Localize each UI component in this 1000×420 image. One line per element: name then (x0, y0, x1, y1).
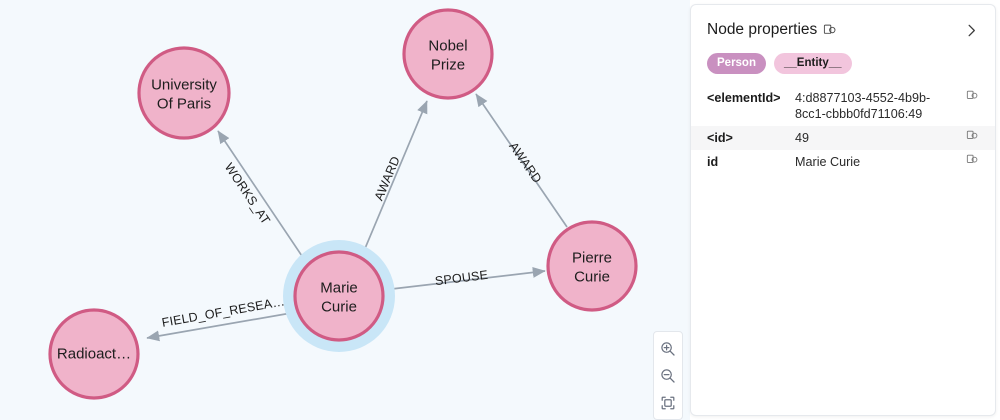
label-chip-entity[interactable]: __Entity__ (774, 53, 852, 74)
label-chip-person[interactable]: Person (707, 53, 766, 74)
copy-icon-elementid[interactable] (966, 90, 978, 102)
node-marie-curie[interactable]: Marie Curie (283, 240, 395, 352)
copy-icon (966, 130, 978, 139)
relationship-line (146, 311, 298, 342)
copy-icon-id[interactable] (966, 154, 978, 166)
property-copy-cell (959, 150, 995, 174)
node-university-of-paris[interactable]: University Of Paris (137, 46, 231, 140)
zoom-in-button[interactable] (654, 335, 682, 362)
node-circle[interactable] (293, 250, 385, 342)
fit-to-screen-button[interactable] (654, 389, 682, 416)
relationship-spouse[interactable]: SPOUSE (382, 267, 546, 291)
zoom-controls (653, 331, 683, 420)
relationship-field-of-research[interactable]: FIELD_OF_RESEA… (146, 294, 298, 342)
property-value: 4:d8877103-4552-4b9b-8cc1-cbbb0fd71106:4… (795, 91, 931, 121)
relationship-label-spouse: SPOUSE (434, 268, 489, 288)
property-value: Marie Curie (795, 155, 861, 169)
copy-icon (824, 24, 836, 34)
panel-header: Node properties (691, 5, 995, 41)
property-key: <elementId> (707, 91, 781, 105)
graph-svg[interactable]: WORKS_AT AWARD AWARD SPOUSE FIELD_OF_RES… (0, 0, 690, 420)
relationship-label-award-pierre: AWARD (506, 140, 544, 186)
relationship-award-pierre[interactable]: AWARD (475, 93, 568, 228)
chevron-right-icon (968, 24, 975, 36)
copy-all-icon[interactable] (823, 24, 836, 37)
zoom-out-icon (661, 368, 675, 383)
relationship-line (217, 130, 309, 266)
node-circle[interactable] (137, 46, 231, 140)
panel-title: Node properties (707, 21, 818, 38)
property-key: id (707, 155, 719, 169)
graph-canvas[interactable]: WORKS_AT AWARD AWARD SPOUSE FIELD_OF_RES… (0, 0, 690, 420)
relationship-label-award-marie: AWARD (372, 154, 403, 202)
table-row: id Marie Curie (691, 150, 995, 174)
node-properties-panel: Node properties Person __Entity__ <eleme… (690, 4, 996, 416)
relationship-line (382, 267, 546, 291)
zoom-out-button[interactable] (654, 362, 682, 389)
node-labels-row: Person __Entity__ (691, 41, 995, 84)
node-circle[interactable] (546, 220, 638, 312)
zoom-in-icon (661, 341, 675, 356)
copy-icon-id-internal[interactable] (966, 130, 978, 142)
copy-icon (966, 90, 978, 99)
property-copy-cell (959, 86, 995, 126)
node-circle[interactable] (48, 308, 140, 400)
properties-table: <elementId> 4:d8877103-4552-4b9b-8cc1-cb… (691, 86, 995, 174)
property-copy-cell (959, 126, 995, 150)
property-value: 49 (795, 126, 959, 150)
relationship-label-works-at: WORKS_AT (222, 160, 273, 227)
relationship-line (475, 93, 568, 228)
relationship-works-at[interactable]: WORKS_AT (217, 130, 309, 266)
relationship-line (360, 100, 428, 259)
collapse-panel-button[interactable] (961, 20, 981, 40)
node-pierre-curie[interactable]: Pierre Curie (546, 220, 638, 312)
node-circle[interactable] (402, 8, 494, 100)
table-row: <id> 49 (691, 126, 995, 150)
node-radioactivity[interactable]: Radioact… (48, 308, 140, 400)
node-nobel-prize[interactable]: Nobel Prize (402, 8, 494, 100)
relationship-award-marie[interactable]: AWARD (360, 100, 428, 259)
table-row: <elementId> 4:d8877103-4552-4b9b-8cc1-cb… (691, 86, 995, 126)
copy-icon (966, 154, 978, 163)
property-key: <id> (691, 126, 795, 150)
fit-to-screen-icon (661, 396, 675, 409)
